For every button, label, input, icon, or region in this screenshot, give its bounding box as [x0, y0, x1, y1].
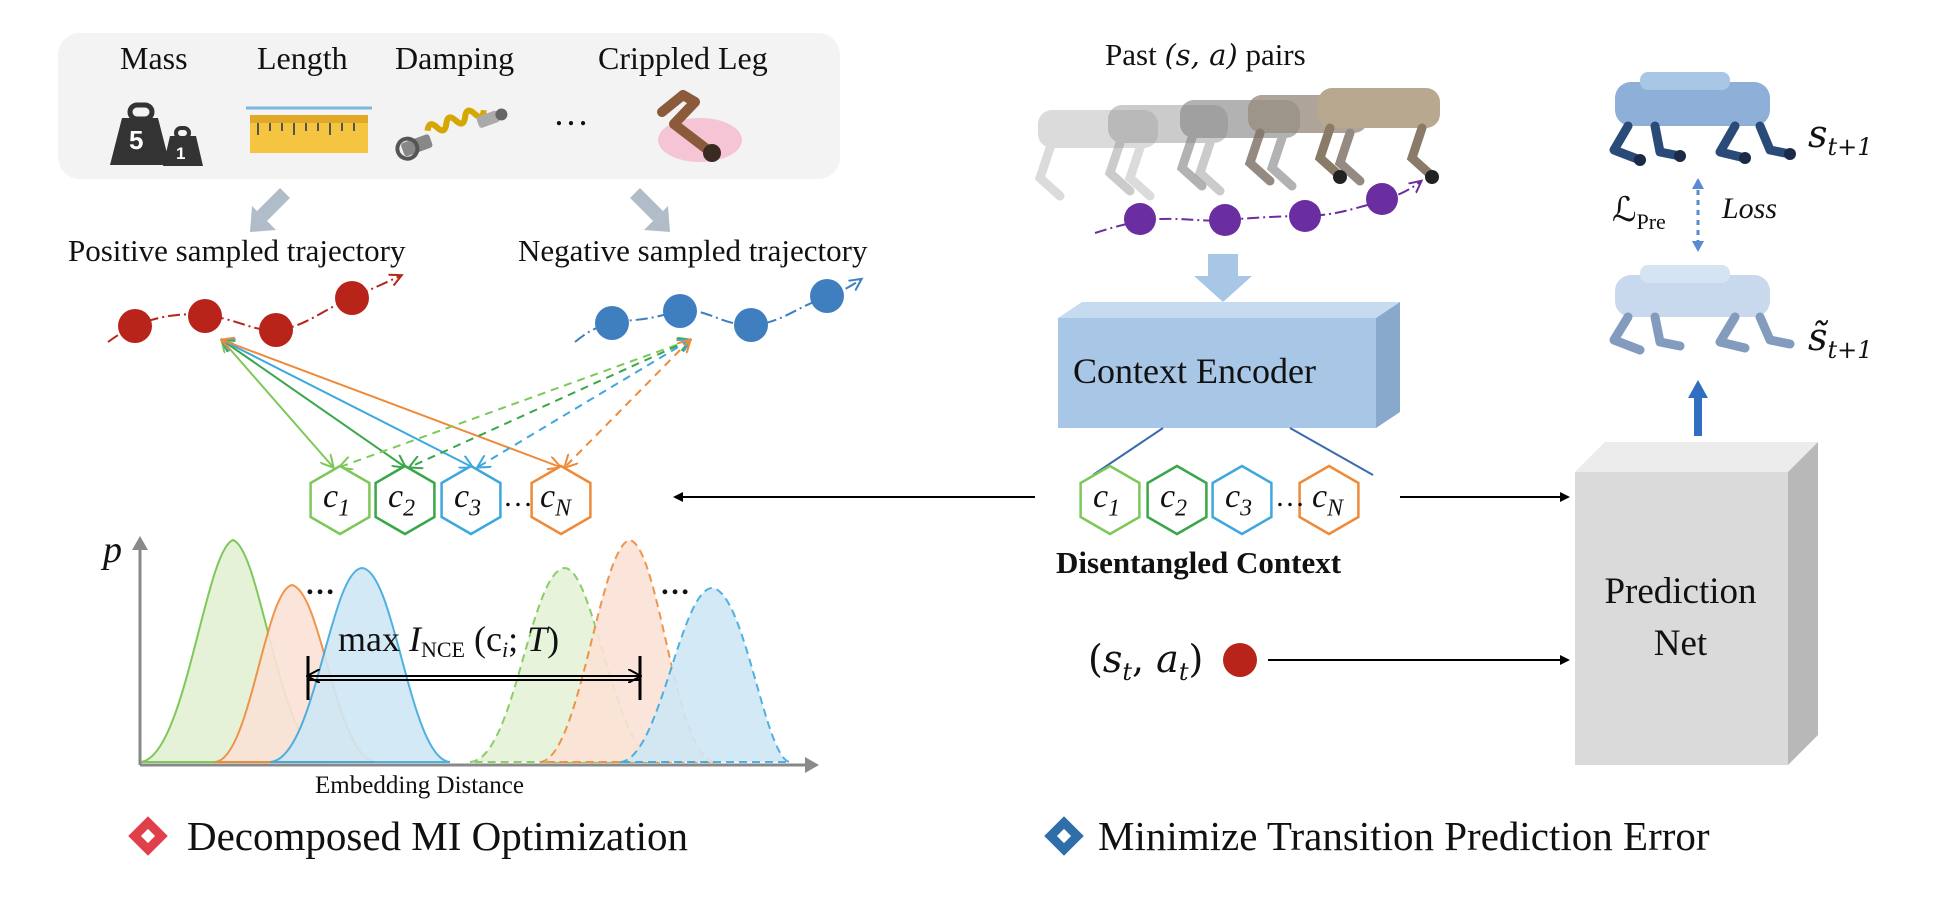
left-context-dots: …: [503, 480, 533, 513]
arrow-to-negative: [630, 188, 663, 221]
factor-length-label: Length: [257, 40, 348, 76]
context-encoder-label: Context Encoder: [1073, 351, 1316, 391]
factor-damping-label: Damping: [395, 40, 515, 76]
right-hexagon-c2: [1146, 464, 1208, 536]
pos-link-c1: [222, 340, 333, 467]
left-hexagon-c1: [309, 464, 371, 536]
pos-link-c2: [222, 340, 405, 467]
left-context-c1: c1: [323, 478, 350, 522]
factor-ellipsis: …: [553, 93, 589, 133]
section-title-left: Decomposed MI Optimization: [187, 813, 689, 859]
diamond-red-icon: [128, 816, 168, 856]
right-context-c3: c3: [1225, 478, 1252, 522]
negative-trajectory-label: Negative sampled trajectory: [518, 233, 868, 268]
disentangled-context-label: Disentangled Context: [1056, 545, 1342, 580]
past-robot-sequence: [1034, 88, 1440, 201]
robot-next-state: [1609, 72, 1796, 166]
section-title-right: Minimize Transition Prediction Error: [1098, 813, 1710, 859]
right-context-dots: …: [1275, 480, 1305, 513]
state-action-dot: [1223, 643, 1257, 677]
positive-trajectory: [107, 276, 400, 347]
prediction-net-box: [1575, 442, 1818, 765]
weight-icon: [110, 102, 203, 166]
left-context-hexagons: [309, 464, 592, 536]
context-encoder-box: [1058, 302, 1400, 428]
neg-link-c2: [410, 340, 690, 467]
left-hexagon-c2: [374, 464, 436, 536]
diamond-blue-icon: [1044, 816, 1084, 856]
right-context-cN: cN: [1312, 478, 1343, 522]
neg-link-c3: [478, 340, 690, 467]
mi-objective: max INCE (ci; T): [338, 619, 560, 662]
ruler-icon: [246, 106, 372, 153]
x-axis-label: Embedding Distance: [315, 772, 524, 799]
crippled-leg-icon: [657, 90, 742, 162]
next-state-label: st+1: [1808, 112, 1873, 161]
positive-trajectory-label: Positive sampled trajectory: [68, 233, 406, 268]
right-context-hexagons: [1079, 464, 1360, 536]
factor-crippled-leg-label: Crippled Leg: [598, 40, 768, 76]
pos-link-c3: [222, 340, 472, 467]
y-axis-label: p: [103, 529, 122, 571]
predicted-state-label: s̃t+1: [1808, 315, 1873, 364]
factor-mass-label: Mass: [120, 40, 188, 76]
right-context-c2: c2: [1160, 478, 1187, 522]
neg-link-cN: [565, 340, 690, 467]
past-trajectory: [1094, 182, 1420, 236]
left-hexagon-c3: [440, 464, 502, 536]
plot-dots-left: …: [305, 568, 335, 601]
loss-text: Loss: [1722, 192, 1778, 225]
arrow-into-encoder: [1194, 254, 1252, 302]
left-context-c2: c2: [388, 478, 415, 522]
left-context-cN: cN: [540, 478, 571, 522]
dist-c3-negative: [619, 586, 791, 763]
weight-small-digit: 1: [176, 144, 186, 163]
past-pairs-label: Past (s, a) pairs: [1105, 37, 1306, 72]
damper-spring-icon: [395, 107, 508, 161]
negative-trajectory: [574, 279, 860, 343]
right-hexagon-c3: [1211, 464, 1273, 536]
left-context-c3: c3: [454, 478, 481, 522]
prediction-net-line2: Net: [1653, 623, 1708, 664]
arrow-to-positive: [257, 188, 290, 221]
plot-dots-right: …: [660, 568, 690, 601]
loss-symbol: ℒPre: [1612, 192, 1666, 234]
mi-distribution-plot: [132, 536, 819, 773]
right-hexagon-cN: [1298, 464, 1360, 536]
right-hexagon-c1: [1079, 464, 1141, 536]
dist-c3-positive: [269, 566, 451, 763]
left-hexagon-cN: [530, 464, 592, 536]
state-action-input-label: (st, at): [1088, 637, 1204, 686]
right-context-c1: c1: [1093, 478, 1120, 522]
prediction-net-line1: Prediction: [1604, 571, 1757, 612]
weight-big-digit: 5: [129, 125, 144, 155]
robot-predicted-state: [1609, 265, 1795, 355]
